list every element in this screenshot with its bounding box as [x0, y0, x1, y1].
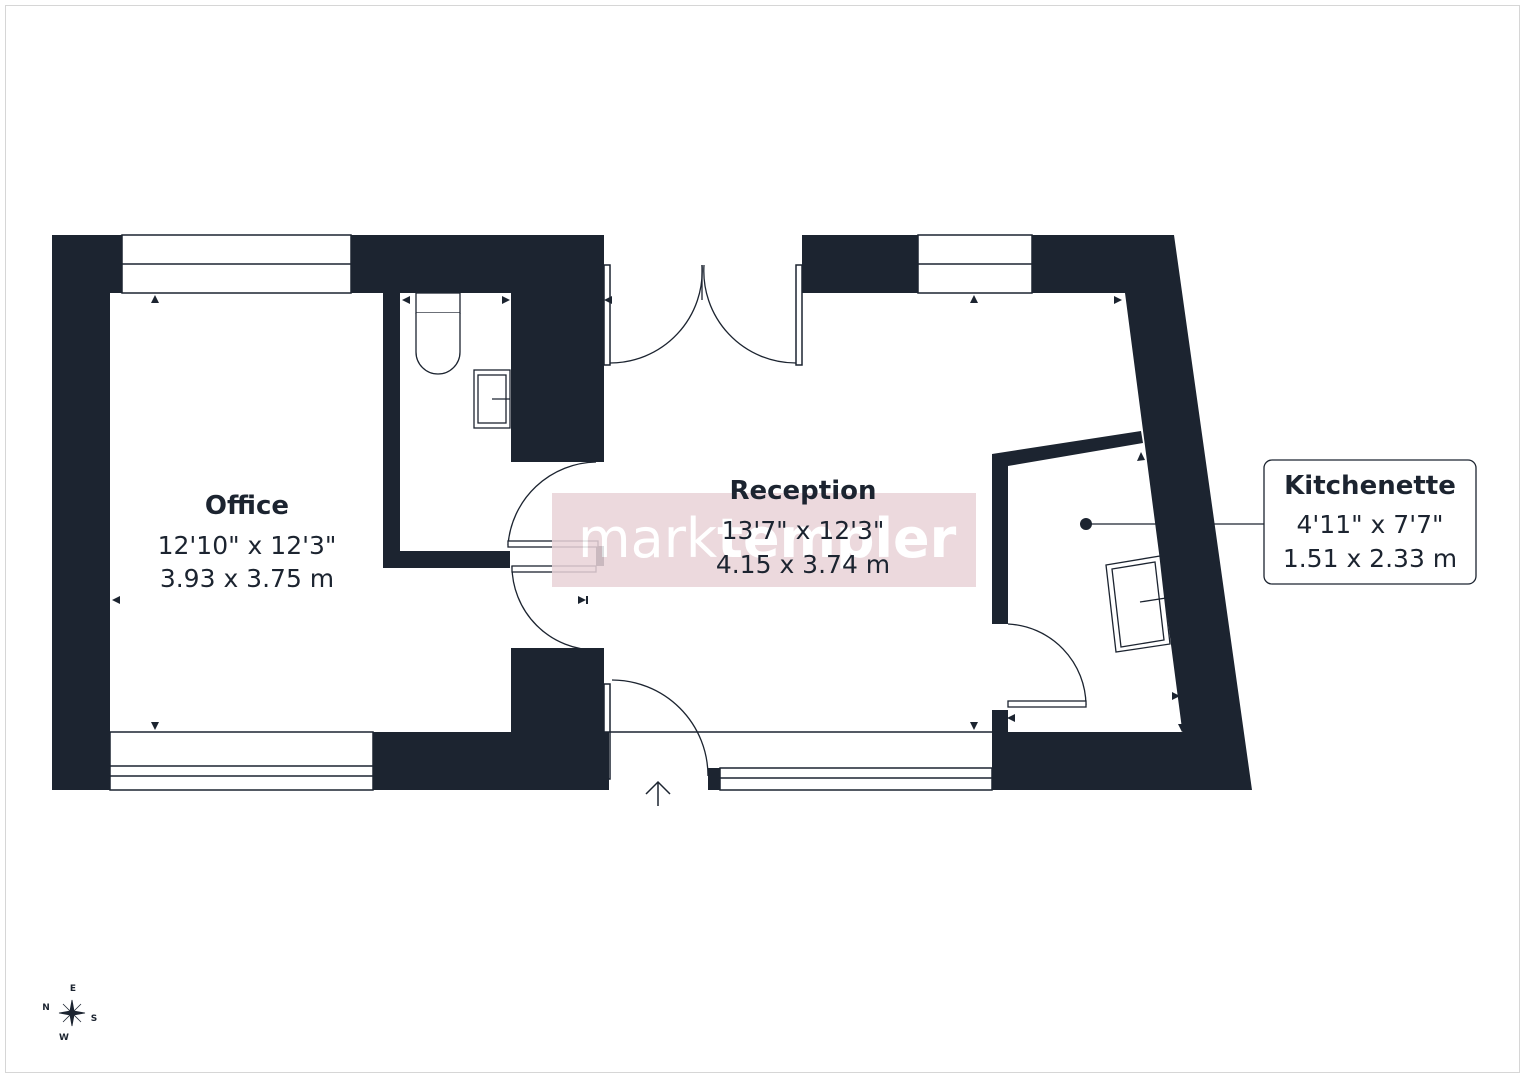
compass-n: N [42, 1003, 50, 1013]
watermark-text: marktempler [578, 507, 957, 570]
reception-east-wall [1120, 235, 1252, 790]
office-west-wall [52, 235, 110, 790]
wc-door-swing [507, 461, 597, 546]
kitchenette-imperial: 4'11" x 7'7" [1297, 510, 1444, 539]
watermark: marktempler [552, 493, 976, 587]
kitchenette-callout: Kitchenette 4'11" x 7'7" 1.51 x 2.33 m [1080, 459, 1477, 585]
office-south-east-pier [511, 648, 604, 790]
kitchen-sink-icon [1105, 555, 1171, 653]
watermark-part2: templer [717, 507, 956, 570]
kitchenette-name: Kitchenette [1284, 471, 1456, 501]
office-door-swing [511, 565, 597, 651]
kitchenette-north-partition [992, 431, 1143, 466]
wc-west-partition [383, 290, 400, 568]
kitchenette-west-partition [992, 454, 1008, 624]
office-label: Office 12'10" x 12'3" 3.93 x 3.75 m [158, 491, 337, 593]
watermark-part1: mark [578, 507, 718, 570]
measurement-markers [112, 295, 1186, 732]
kitchenette-door-stub [992, 710, 1008, 734]
entrance-jamb-right [708, 768, 720, 790]
wc-east-wall [511, 235, 604, 462]
compass-s: S [91, 1014, 97, 1024]
office-imperial: 12'10" x 12'3" [158, 531, 337, 560]
office-metric: 3.93 x 3.75 m [160, 564, 334, 593]
windows [109, 234, 1033, 791]
double-door-right-swing [703, 264, 797, 364]
wc-south-partition [383, 551, 510, 568]
toilet-icon [415, 292, 461, 375]
compass-w: W [59, 1033, 69, 1043]
reception-south-wall [992, 732, 1192, 790]
watermark-box [552, 493, 976, 587]
entrance-door-swing [611, 679, 709, 777]
reception-imperial: 13'7" x 12'3" [722, 516, 885, 545]
compass-e: E [70, 984, 76, 994]
callout-box [1263, 459, 1477, 585]
double-door-left-swing [609, 264, 703, 364]
reception-south-window [719, 767, 993, 791]
office-name: Office [205, 491, 289, 521]
reception-north-wall-left [802, 235, 918, 293]
reception-label: Reception 13'7" x 12'3" 4.15 x 3.74 m [716, 476, 890, 579]
compass-rose-icon: E N S W [42, 984, 97, 1043]
office-north-wall-left [52, 235, 122, 293]
thin-wall-lines [603, 264, 992, 780]
reception-metric: 4.15 x 3.74 m [716, 550, 890, 579]
kitchenette-metric: 1.51 x 2.33 m [1283, 544, 1457, 573]
up-arrow-icon [645, 780, 671, 806]
sink-icon [473, 369, 511, 429]
kitchenette-door-swing [1007, 623, 1087, 706]
office-south-window [109, 731, 374, 791]
reception-name: Reception [729, 476, 876, 506]
